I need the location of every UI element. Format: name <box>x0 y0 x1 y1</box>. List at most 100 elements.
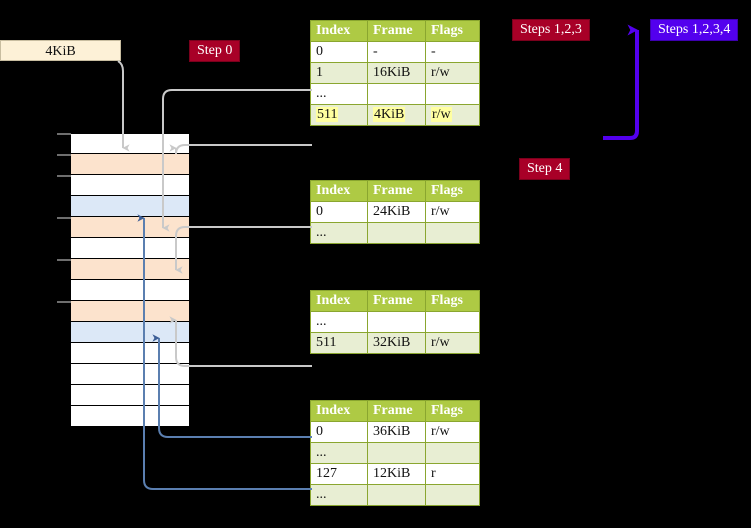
memory-frame-row <box>70 322 190 343</box>
cell-flags: r/w <box>425 62 480 84</box>
memory-frame-row <box>70 343 190 364</box>
badge-step-4: Step 4 <box>519 158 571 180</box>
memory-scale-tick <box>57 175 71 177</box>
cell-frame: 32KiB <box>367 332 426 354</box>
column-header-frame: Frame <box>367 180 426 202</box>
column-header-index: Index <box>310 290 368 312</box>
cell-frame <box>367 83 426 105</box>
cell-index: 0 <box>310 201 368 223</box>
column-header-index: Index <box>310 400 368 422</box>
cell-index: ... <box>310 442 368 464</box>
cell-flags: r/w <box>425 421 480 443</box>
memory-frame-row <box>70 301 190 322</box>
arrow-steps-loopback <box>603 24 639 140</box>
memory-frame-row <box>70 259 190 280</box>
arrow-table2-row511-to-memory <box>169 316 312 367</box>
memory-scale-tick <box>57 301 71 303</box>
column-header-flags: Flags <box>425 290 480 312</box>
cell-flags: r/w <box>425 201 480 223</box>
memory-frame-row <box>70 154 190 175</box>
table-row: ... <box>310 222 480 244</box>
badge-step-0: Step 0 <box>189 40 241 62</box>
memory-frame-row <box>70 280 190 301</box>
cell-flags <box>425 311 480 333</box>
cell-frame: 36KiB <box>367 421 426 443</box>
table-row: 511 4KiB r/w <box>310 104 480 126</box>
cell-frame: 16KiB <box>367 62 426 84</box>
column-header-flags: Flags <box>425 180 480 202</box>
cell-flags <box>425 83 480 105</box>
badge-steps-1234: Steps 1,2,3,4 <box>650 19 739 41</box>
cell-frame <box>367 222 426 244</box>
memory-frame-row <box>70 175 190 196</box>
cell-index: ... <box>310 311 368 333</box>
memory-scale-tick <box>57 154 71 156</box>
cell-index: ... <box>310 83 368 105</box>
physical-memory-frames <box>70 133 190 427</box>
cell-flags: r/w <box>425 104 480 126</box>
cell-flags: r/w <box>425 332 480 354</box>
table-row: ... <box>310 442 480 464</box>
cell-index: ... <box>310 222 368 244</box>
arrow-table0-row511-to-memory <box>169 144 312 155</box>
cell-frame: 24KiB <box>367 201 426 223</box>
cell-index: 0 <box>310 41 368 63</box>
memory-scale-tick <box>57 133 71 135</box>
cell-index: 127 <box>310 463 368 485</box>
column-header-flags: Flags <box>425 400 480 422</box>
highlighted-value: 4KiB <box>373 107 406 122</box>
column-header-index: Index <box>310 20 368 42</box>
cell-frame: 4KiB <box>367 104 426 126</box>
highlighted-value: r/w <box>431 107 452 122</box>
table-row: 0-- <box>310 41 480 63</box>
highlighted-value: 511 <box>316 107 339 122</box>
cell-flags <box>425 484 480 506</box>
cell-index: ... <box>310 484 368 506</box>
cell-frame <box>367 442 426 464</box>
memory-frame-row <box>70 133 190 154</box>
cell-index: 511 <box>310 104 368 126</box>
column-header-flags: Flags <box>425 20 480 42</box>
table-row: ... <box>310 484 480 506</box>
cell-flags: r <box>425 463 480 485</box>
arrow-table1-row0-to-memory <box>175 226 312 274</box>
memory-frame-row <box>70 196 190 217</box>
cell-flags <box>425 222 480 244</box>
frame-size-box: 4KiB <box>0 40 121 61</box>
memory-scale-tick <box>57 217 71 219</box>
column-header-index: Index <box>310 180 368 202</box>
cell-flags: - <box>425 41 480 63</box>
badge-steps-123: Steps 1,2,3 <box>512 19 590 41</box>
cell-index: 1 <box>310 62 368 84</box>
memory-scale-tick <box>57 259 71 261</box>
memory-frame-row <box>70 385 190 406</box>
memory-frame-row <box>70 238 190 259</box>
cell-frame <box>367 311 426 333</box>
cell-frame: - <box>367 41 426 63</box>
memory-frame-row <box>70 364 190 385</box>
column-header-frame: Frame <box>367 400 426 422</box>
cell-frame: 12KiB <box>367 463 426 485</box>
table-row: ... <box>310 83 480 105</box>
cell-index: 511 <box>310 332 368 354</box>
memory-frame-row <box>70 406 190 427</box>
memory-frame-row <box>70 217 190 238</box>
cell-index: 0 <box>310 421 368 443</box>
column-header-frame: Frame <box>367 20 426 42</box>
